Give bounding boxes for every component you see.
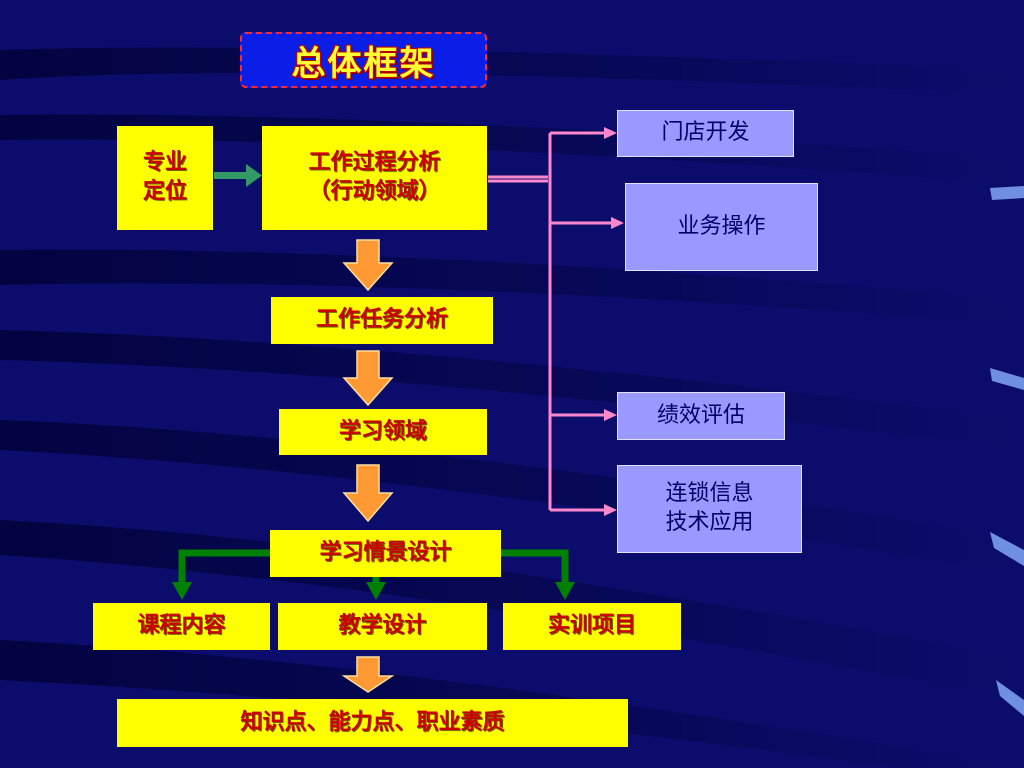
positioning-box: 专业 定位 (117, 126, 213, 230)
green-branch-arrows (178, 549, 569, 584)
slide-title: 总体框架 (240, 32, 487, 88)
branch-chain-it-application: 连锁信息 技术应用 (617, 465, 802, 553)
orange-down-arrow-3 (342, 464, 394, 523)
teaching-design-box: 教学设计 (278, 603, 487, 650)
teal-right-arrow (214, 164, 262, 187)
orange-down-arrow-4 (341, 656, 395, 693)
course-content-box: 课程内容 (93, 603, 270, 650)
work-process-analysis-box: 工作过程分析 （行动领域） (262, 126, 487, 230)
learning-domain-box: 学习领域 (279, 409, 487, 455)
branch-business-operation: 业务操作 (625, 183, 818, 271)
pink-connector-tree (488, 131, 612, 512)
learning-scenario-design-box: 学习情景设计 (270, 530, 501, 577)
branch-performance-evaluation: 绩效评估 (617, 392, 785, 440)
pink-arrowheads (604, 127, 624, 516)
outcomes-box: 知识点、能力点、职业素质 (117, 699, 628, 747)
orange-down-arrow-2 (342, 350, 394, 407)
branch-store-development: 门店开发 (617, 110, 794, 157)
green-arrowheads (172, 582, 575, 600)
orange-down-arrow-1 (342, 239, 394, 292)
work-task-analysis-box: 工作任务分析 (271, 297, 493, 344)
training-project-box: 实训项目 (503, 603, 681, 650)
